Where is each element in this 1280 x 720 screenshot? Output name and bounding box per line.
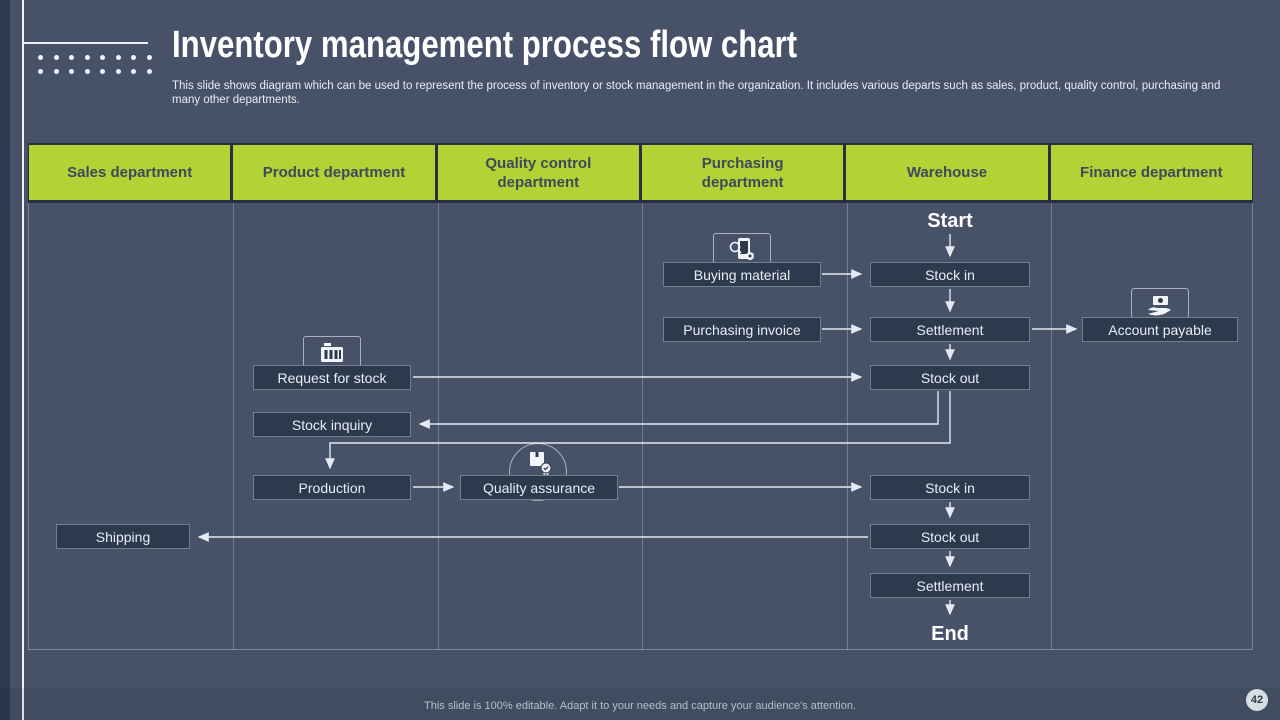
- node-stock-in-2: Stock in: [870, 475, 1030, 500]
- column-header-product: Product department: [233, 145, 435, 200]
- dots-decoration: [38, 55, 152, 74]
- quality-badge-icon: [530, 452, 552, 476]
- swimlane-body: [28, 203, 1253, 650]
- node-account-payable: Account payable: [1082, 317, 1238, 342]
- procurement-icon: [729, 238, 754, 260]
- column-divider: [847, 203, 848, 650]
- column-divider: [1051, 203, 1052, 650]
- node-stock-inquiry: Stock inquiry: [253, 412, 411, 437]
- page-title: Inventory management process flow chart: [172, 24, 798, 66]
- column-header-purchasing: Purchasing department: [641, 145, 844, 200]
- column-header-quality-control: Quality control department: [437, 145, 639, 200]
- start-label: Start: [927, 210, 973, 232]
- node-buying-material: Buying material: [663, 262, 821, 287]
- column-header-sales: Sales department: [29, 145, 231, 200]
- node-shipping: Shipping: [56, 524, 190, 549]
- node-settlement-1: Settlement: [870, 317, 1030, 342]
- column-divider: [642, 203, 643, 650]
- node-stock-out-2: Stock out: [870, 524, 1030, 549]
- department-header-row: Sales department Product department Qual…: [28, 143, 1253, 203]
- footer-note: This slide is 100% editable. Adapt it to…: [424, 700, 856, 712]
- left-edge-strip: [0, 0, 10, 720]
- node-stock-out-1: Stock out: [870, 365, 1030, 390]
- horizontal-accent-line: [24, 42, 148, 44]
- vertical-accent-line: [22, 0, 24, 720]
- column-divider: [438, 203, 439, 650]
- hand-money-icon: [1148, 296, 1171, 316]
- end-label: End: [931, 623, 969, 645]
- node-request-for-stock: Request for stock: [253, 365, 411, 390]
- node-purchasing-invoice: Purchasing invoice: [663, 317, 821, 342]
- node-settlement-2: Settlement: [870, 573, 1030, 598]
- column-divider: [233, 203, 234, 650]
- quality-badge-icon-frame: [509, 443, 567, 501]
- factory-icon: [321, 343, 343, 362]
- column-header-warehouse: Warehouse: [846, 145, 1048, 200]
- node-stock-in-1: Stock in: [870, 262, 1030, 287]
- page-number-badge: 42: [1246, 689, 1268, 711]
- node-quality-assurance: Quality assurance: [460, 475, 618, 500]
- footer-band: [0, 688, 1280, 720]
- node-production: Production: [253, 475, 411, 500]
- slide-subtitle: This slide shows diagram which can be us…: [172, 80, 1221, 106]
- column-header-finance: Finance department: [1050, 145, 1252, 200]
